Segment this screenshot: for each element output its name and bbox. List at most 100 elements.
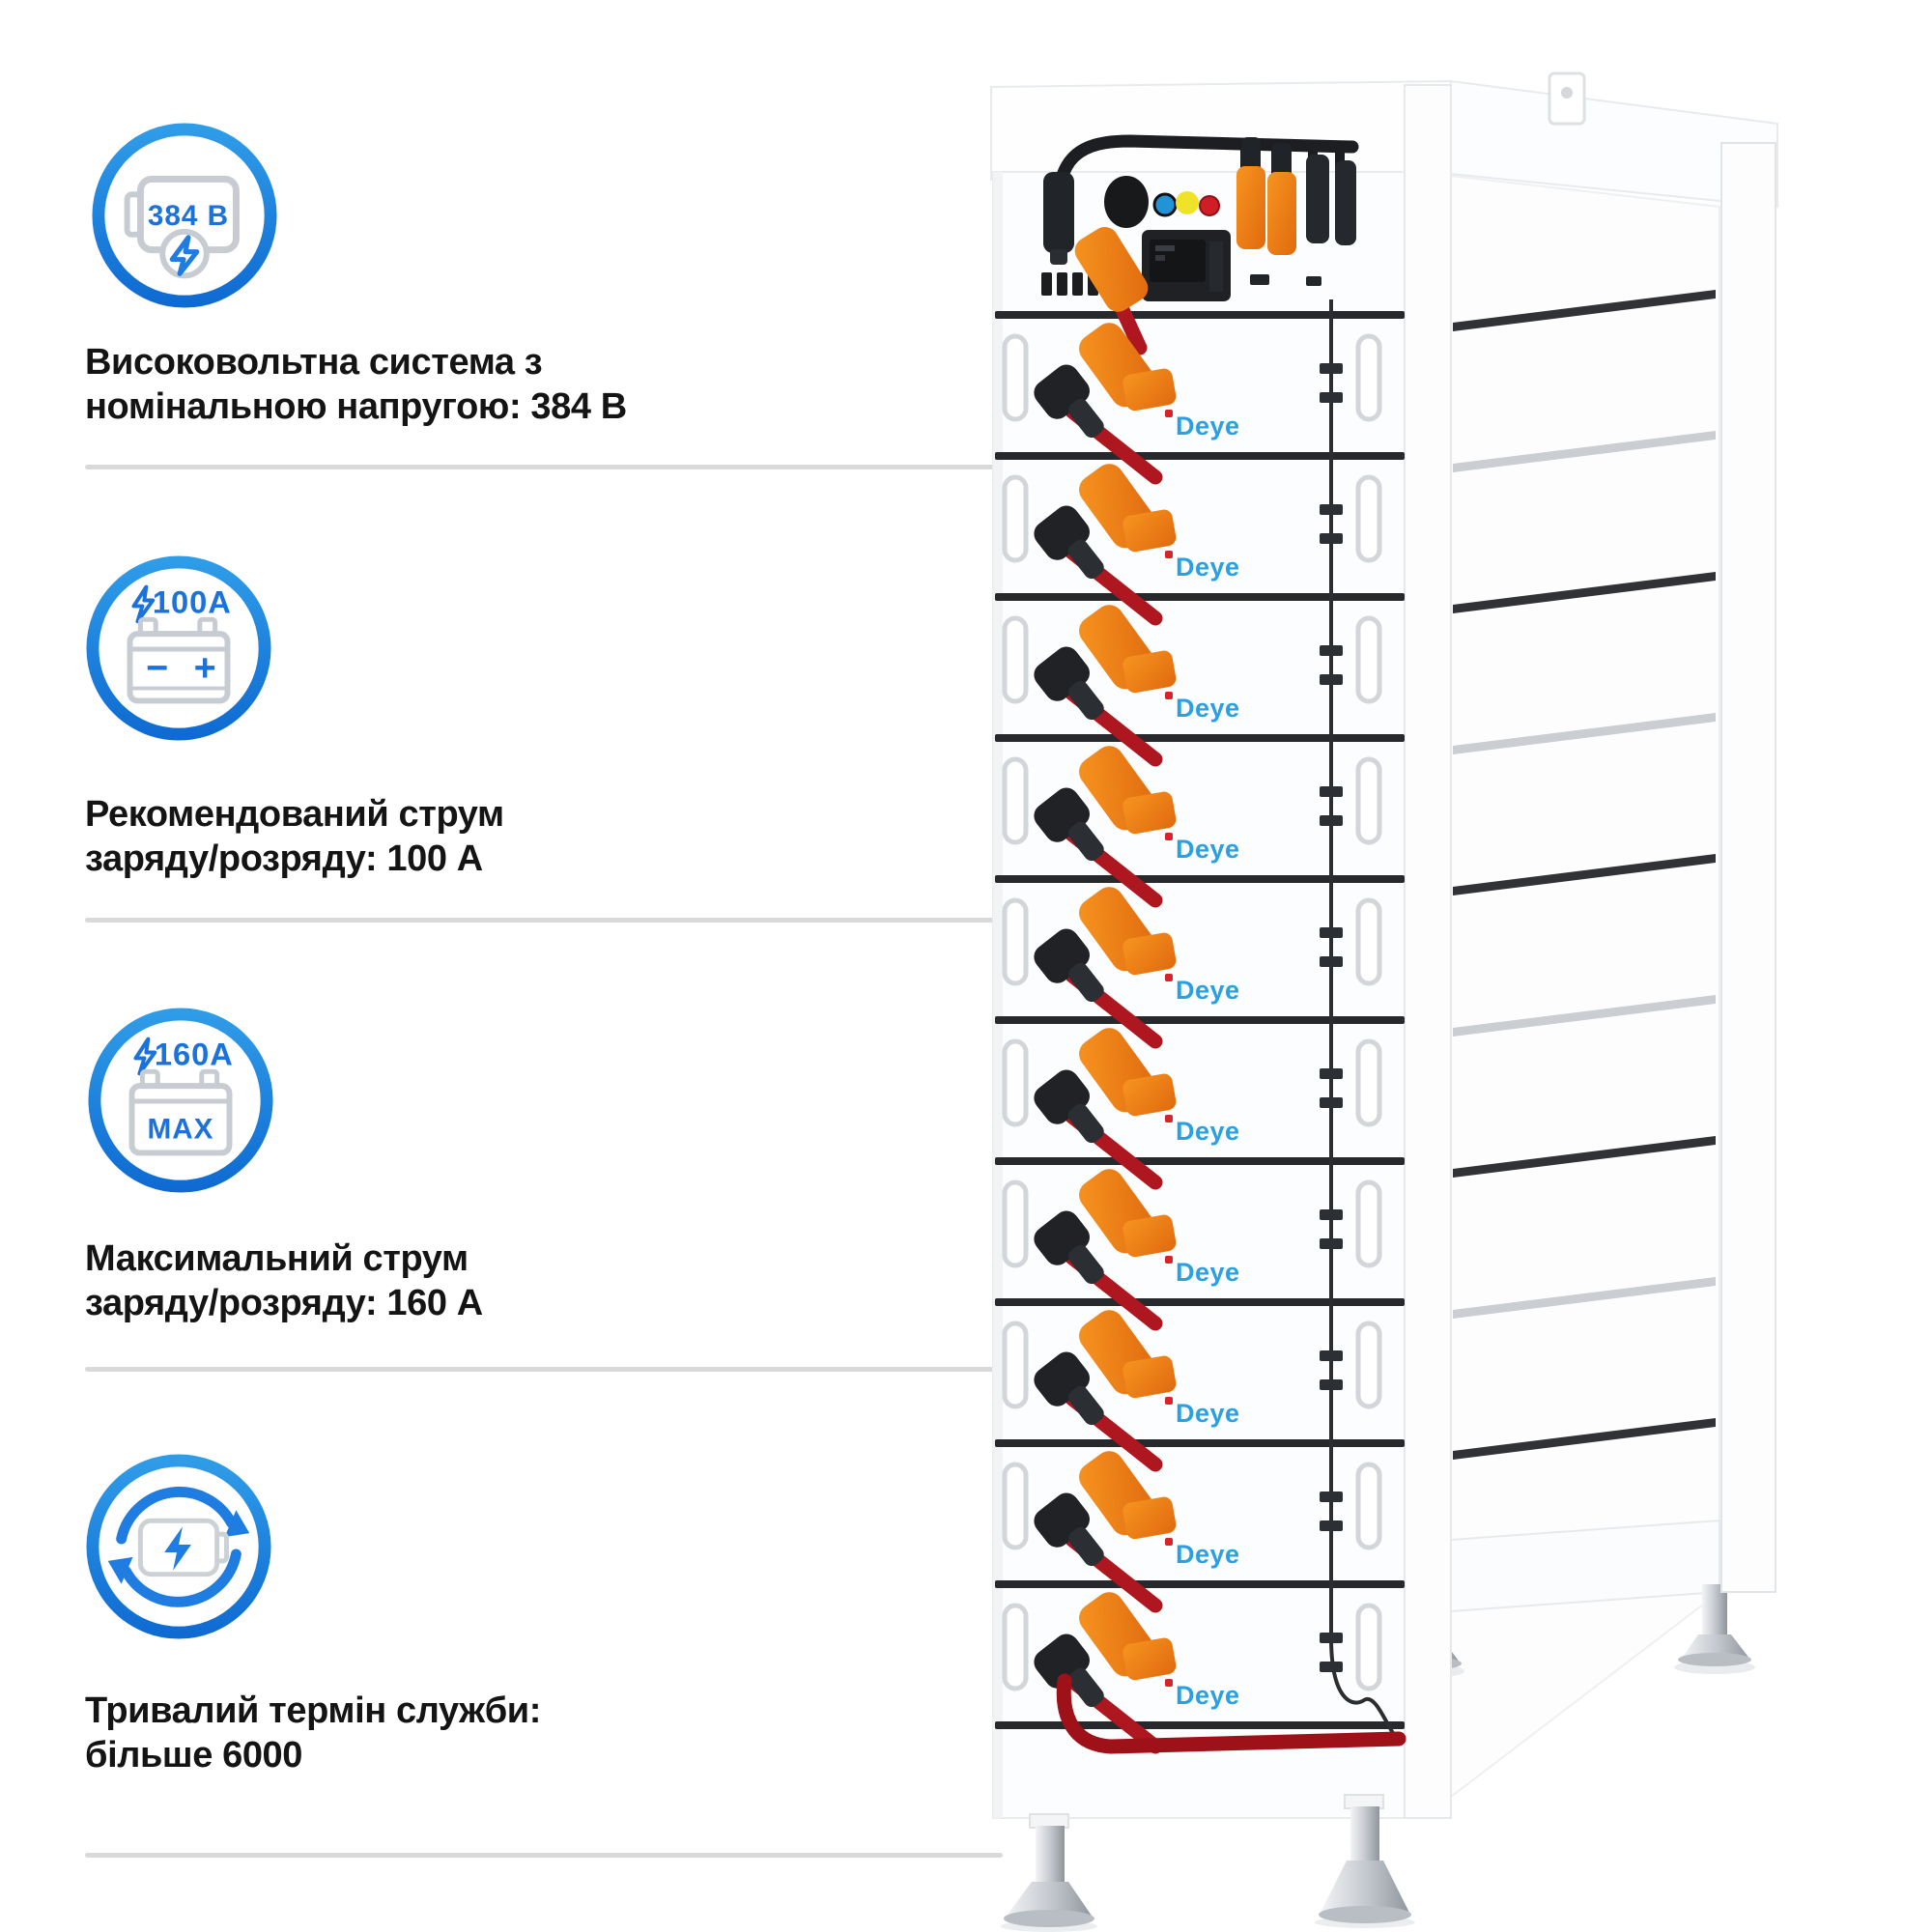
module-handle-left	[1002, 897, 1029, 986]
brand-logo-accent	[1165, 974, 1173, 981]
orange-connector	[1267, 172, 1296, 255]
module-handle-left	[1002, 1179, 1029, 1268]
battery-module-stack: Deye Deye	[1002, 323, 1382, 1754]
brand-label: Deye	[1176, 1681, 1240, 1710]
cable-clip	[1320, 1209, 1343, 1220]
black-connector	[1034, 787, 1104, 862]
indicator-yellow	[1176, 191, 1199, 214]
brand-logo-accent	[1165, 551, 1173, 558]
brand-label: Deye	[1176, 1117, 1240, 1146]
black-connector	[1335, 160, 1356, 245]
module-handle-right	[1355, 1038, 1382, 1127]
module-handle-right	[1355, 1603, 1382, 1691]
brand-logo-accent	[1165, 1538, 1173, 1546]
module-handle-left	[1002, 1038, 1029, 1127]
black-connector	[1034, 364, 1104, 439]
display-panel	[1142, 230, 1231, 301]
battery-module: Deye	[1002, 1028, 1382, 1190]
module-handle-left	[1002, 1462, 1029, 1550]
battery-module: Deye	[1002, 323, 1382, 485]
orange-connector-elbow	[1122, 1214, 1177, 1258]
cable-clip	[1320, 1492, 1343, 1502]
module-handle-right	[1355, 897, 1382, 986]
cable-clip	[1320, 1633, 1343, 1643]
orange-connector	[1074, 226, 1149, 312]
black-connector	[1034, 1069, 1104, 1144]
cable-clip	[1320, 927, 1343, 938]
battery-module: Deye	[1002, 464, 1382, 626]
cable-clip	[1320, 786, 1343, 797]
cable-clip	[1320, 1097, 1343, 1108]
module-handle-right	[1355, 1462, 1382, 1550]
cable-clip	[1320, 1238, 1343, 1249]
module-handle-left	[1002, 615, 1029, 704]
module-handle-left	[1002, 333, 1029, 422]
cable-clip	[1320, 1350, 1343, 1361]
orange-connector-elbow	[1122, 650, 1177, 694]
brand-label: Deye	[1176, 412, 1240, 440]
orange-connector-elbow	[1122, 791, 1177, 835]
brand-label: Deye	[1176, 1399, 1240, 1428]
aux-port	[1250, 274, 1269, 285]
leveling-foot-front-right	[1319, 1794, 1411, 1923]
black-connector	[1034, 1351, 1104, 1426]
orange-connector-elbow	[1122, 932, 1177, 976]
orange-connector-elbow	[1122, 1496, 1177, 1540]
black-connector	[1034, 928, 1104, 1003]
module-handle-right	[1355, 756, 1382, 845]
cable-clip	[1320, 1068, 1343, 1079]
battery-module: Deye	[1002, 605, 1382, 767]
rack-side-frame	[990, 71, 1778, 1800]
cable-clip	[1320, 504, 1343, 515]
black-connector	[1034, 1634, 1104, 1708]
module-handle-right	[1355, 615, 1382, 704]
battery-module: Deye	[1002, 1310, 1382, 1472]
indicator-blue	[1152, 192, 1178, 217]
battery-module: Deye	[1002, 1169, 1382, 1331]
front-right-post	[1404, 84, 1452, 1819]
connector-stub	[1241, 137, 1261, 172]
module-handle-left	[1002, 1321, 1029, 1409]
brand-label: Deye	[1176, 1258, 1240, 1287]
cable-clip	[1320, 533, 1343, 544]
rack-front-face	[992, 84, 1452, 1819]
indicator-red	[1199, 195, 1220, 216]
battery-module: Deye	[1002, 887, 1382, 1049]
connector-stub	[1272, 143, 1292, 178]
breaker-knob	[1104, 176, 1149, 228]
black-connector	[1034, 1210, 1104, 1285]
module-handle-right	[1355, 333, 1382, 422]
module-handle-left	[1002, 1603, 1029, 1691]
orange-connector-elbow	[1122, 368, 1177, 412]
module-handle-left	[1002, 474, 1029, 563]
side-shelf-slots	[1453, 290, 1716, 1460]
brand-label: Deye	[1176, 1540, 1240, 1569]
orange-connector-elbow	[1122, 1355, 1177, 1399]
cable-clip	[1320, 645, 1343, 656]
brand-label: Deye	[1176, 835, 1240, 864]
brand-logo-accent	[1165, 1115, 1173, 1122]
brand-logo-accent	[1165, 1679, 1173, 1687]
lifting-tab-hole	[1561, 87, 1573, 99]
brand-label: Deye	[1176, 694, 1240, 723]
black-connector	[1034, 646, 1104, 721]
module-handle-right	[1355, 1321, 1382, 1409]
cable-clip	[1320, 956, 1343, 967]
orange-connector-elbow	[1122, 1637, 1177, 1681]
cable-clip	[1320, 1662, 1343, 1672]
cable-clip	[1320, 1379, 1343, 1390]
battery-module: Deye	[1002, 746, 1382, 908]
brand-label: Deye	[1176, 976, 1240, 1005]
front-panel-shade	[993, 172, 1003, 1818]
cable-clip	[1320, 674, 1343, 685]
battery-module: Deye	[1002, 1451, 1382, 1613]
orange-connector	[1236, 166, 1265, 249]
brand-logo-accent	[1165, 833, 1173, 840]
cable-clip	[1320, 1520, 1343, 1531]
control-module	[1041, 134, 1359, 355]
module-slot-lines	[995, 311, 1405, 1729]
bottom-power-cable-red	[1056, 1673, 1406, 1754]
black-connector	[1306, 155, 1329, 243]
